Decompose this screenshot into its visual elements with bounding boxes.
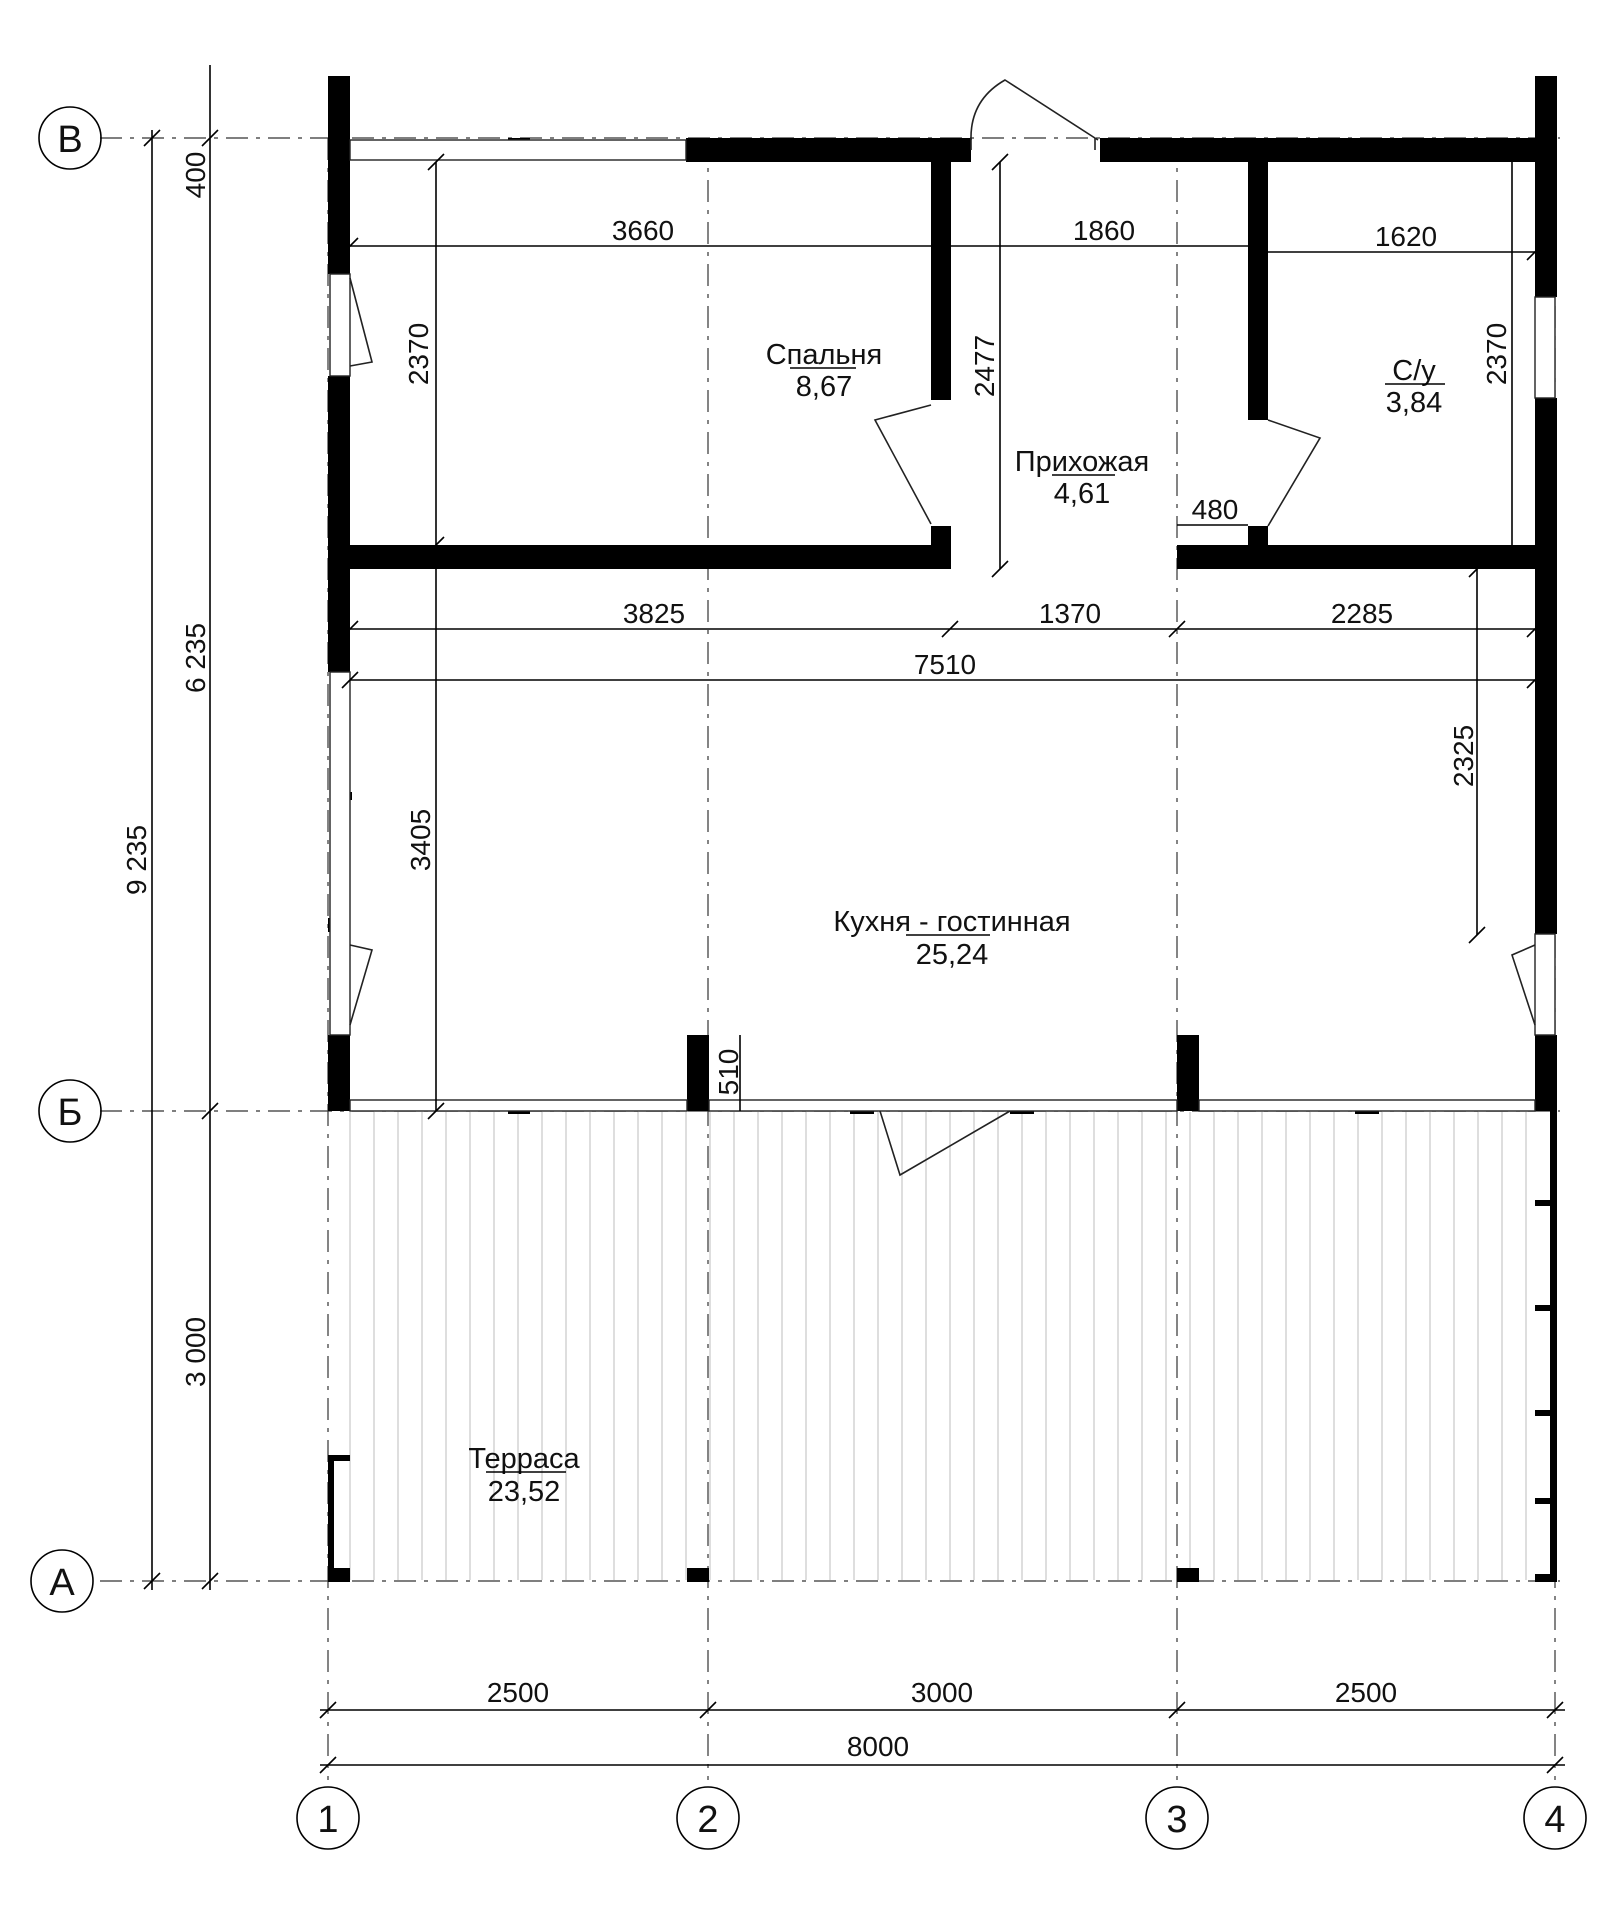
wall-left-low bbox=[328, 1035, 350, 1111]
axis-label-b: Б bbox=[58, 1092, 83, 1134]
dim-3660: 3660 bbox=[612, 215, 674, 246]
dim-1620: 1620 bbox=[1375, 221, 1437, 252]
axis-bubbles: В Б А 1 2 3 4 bbox=[30, 106, 1587, 1850]
dim-6235: 6 235 bbox=[180, 623, 211, 693]
dimension-lines bbox=[151, 65, 1565, 1766]
axis-bubble-a bbox=[30, 1549, 94, 1613]
column-b2 bbox=[687, 1035, 709, 1111]
dim-8000: 8000 bbox=[847, 1731, 909, 1762]
room-hall-area: 4,61 bbox=[1054, 478, 1110, 510]
dim-2500-left: 2500 bbox=[487, 1677, 549, 1708]
wall-middle-left bbox=[328, 545, 951, 569]
axis-label-2: 2 bbox=[697, 1799, 718, 1841]
axis-bubble-4 bbox=[1523, 1786, 1587, 1850]
wall-bedroom-partition bbox=[931, 152, 951, 400]
dim-2477: 2477 bbox=[969, 335, 1000, 397]
dimension-texts: 3660 1860 1620 2370 2477 2370 480 3825 1… bbox=[121, 152, 1512, 1762]
wall-right-mid bbox=[1535, 398, 1557, 934]
wall-bath-partition bbox=[1248, 152, 1268, 420]
terrace-decking bbox=[349, 1112, 1527, 1580]
axis-label-v: В bbox=[57, 119, 82, 161]
axis-bubble-v bbox=[38, 106, 102, 170]
axis-bubble-b bbox=[38, 1079, 102, 1143]
terrace-post-a2 bbox=[687, 1568, 709, 1582]
room-labels: Спальня 8,67 Прихожая 4,61 С/у 3,84 Кухн… bbox=[468, 339, 1445, 1508]
dim-1860: 1860 bbox=[1073, 215, 1135, 246]
windows bbox=[329, 139, 1556, 1112]
room-bath-area: 3,84 bbox=[1386, 387, 1442, 419]
dim-480: 480 bbox=[1192, 494, 1239, 525]
dim-3000-bottom: 3000 bbox=[911, 1677, 973, 1708]
doors bbox=[349, 79, 1536, 1177]
wall-right-top bbox=[1535, 76, 1557, 297]
axis-bubble-1 bbox=[296, 1786, 360, 1850]
dim-2370-bed: 2370 bbox=[403, 323, 434, 385]
dim-2500-right: 2500 bbox=[1335, 1677, 1397, 1708]
dim-2325: 2325 bbox=[1448, 725, 1479, 787]
wall-left-top bbox=[328, 76, 350, 274]
wall-right-low bbox=[1535, 1035, 1557, 1111]
room-bedroom-area: 8,67 bbox=[796, 371, 852, 403]
dim-2370-bath: 2370 bbox=[1481, 323, 1512, 385]
dim-9235: 9 235 bbox=[121, 825, 152, 895]
dim-510: 510 bbox=[713, 1049, 744, 1096]
room-kitchen-area: 25,24 bbox=[916, 939, 989, 971]
room-hall-name: Прихожая bbox=[1015, 446, 1149, 478]
room-terrace-name: Терраса bbox=[468, 1443, 580, 1475]
dim-3000-left: 3 000 bbox=[180, 1317, 211, 1387]
room-bath-name: С/у bbox=[1392, 355, 1436, 387]
room-terrace-area: 23,52 bbox=[488, 1476, 561, 1508]
room-kitchen-name: Кухня - гостинная bbox=[833, 906, 1070, 938]
column-b3 bbox=[1177, 1035, 1199, 1111]
wall-top-right bbox=[1100, 138, 1557, 162]
dim-7510: 7510 bbox=[914, 649, 976, 680]
wall-left-mid bbox=[328, 376, 350, 672]
dim-1370: 1370 bbox=[1039, 598, 1101, 629]
walls bbox=[328, 76, 1557, 1582]
axis-label-3: 3 bbox=[1166, 1799, 1187, 1841]
axis-label-1: 1 bbox=[317, 1799, 338, 1841]
room-bedroom-name: Спальня bbox=[766, 339, 883, 371]
wall-middle-right bbox=[1177, 545, 1557, 569]
axis-label-4: 4 bbox=[1544, 1799, 1565, 1841]
dim-400: 400 bbox=[180, 152, 211, 199]
terrace-post-a3 bbox=[1177, 1568, 1199, 1582]
dim-3825: 3825 bbox=[623, 598, 685, 629]
dim-2285: 2285 bbox=[1331, 598, 1393, 629]
dim-3405: 3405 bbox=[405, 809, 436, 871]
axis-label-a: А bbox=[49, 1562, 75, 1604]
dimension-ticks bbox=[143, 129, 1564, 1774]
axis-bubble-3 bbox=[1145, 1786, 1209, 1850]
wall-top-left bbox=[686, 138, 971, 162]
axis-bubble-2 bbox=[676, 1786, 740, 1850]
